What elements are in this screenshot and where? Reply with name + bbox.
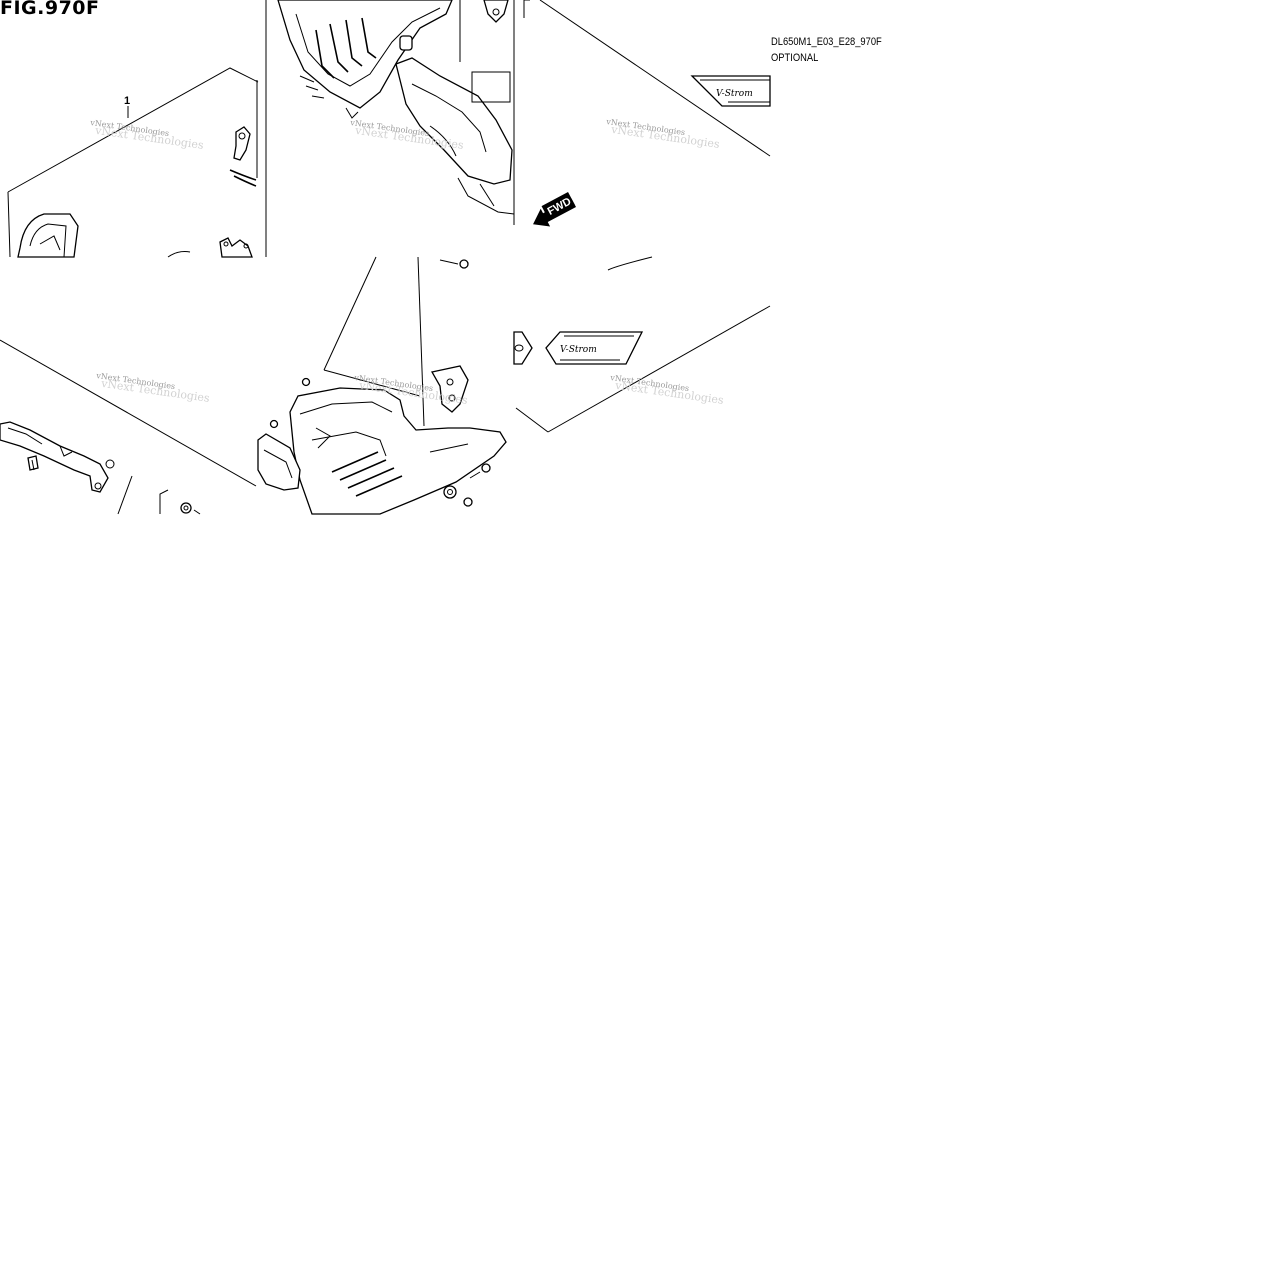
skid-plate-part	[17, 213, 79, 258]
callout-1: 1	[124, 95, 130, 107]
dash-line	[117, 475, 133, 515]
watermark: vNext Technologies vNext Technologies	[605, 117, 721, 151]
small-bracket	[219, 237, 253, 258]
rubber-grommet	[443, 485, 457, 499]
screw-top	[439, 259, 469, 269]
decal-text-2: V-Strom	[560, 345, 597, 355]
side-bracket	[430, 365, 469, 413]
mount-bracket	[229, 126, 257, 187]
figure-code: DL650M1_E03_E28_970F	[771, 36, 882, 48]
rubber-mount	[159, 489, 201, 515]
watermark: vNext Technologies vNext Technologies	[89, 118, 205, 152]
kit-box-outline	[7, 67, 259, 258]
mount-screw	[269, 377, 491, 507]
skid-plate-side	[289, 387, 507, 515]
figure-note: OPTIONAL	[771, 52, 819, 64]
decal-box-outline-2	[515, 256, 771, 433]
watermark: vNext Technologies vNext Technologies	[95, 371, 211, 405]
decal-box-outline	[523, 0, 771, 157]
side-guard	[395, 57, 515, 215]
fwd-arrow: FWD	[533, 192, 577, 227]
guard-edge	[257, 433, 301, 491]
bolt-part	[27, 455, 39, 471]
decal-bottom: V-Strom	[545, 331, 644, 365]
crash-bar-part	[0, 421, 115, 493]
decal-top: V-Strom	[690, 75, 771, 107]
figure-title: FIG.970F	[0, 0, 100, 19]
skid-plate-box	[323, 256, 425, 427]
watermark: vNext Technologies vNext Technologies	[609, 373, 725, 407]
label-plate	[471, 71, 511, 103]
decal-badge	[513, 331, 533, 365]
decal-text: V-Strom	[716, 89, 753, 99]
kit-box-outline-2	[0, 339, 257, 487]
skid-plate-top	[277, 0, 509, 119]
hose-part	[167, 251, 191, 258]
